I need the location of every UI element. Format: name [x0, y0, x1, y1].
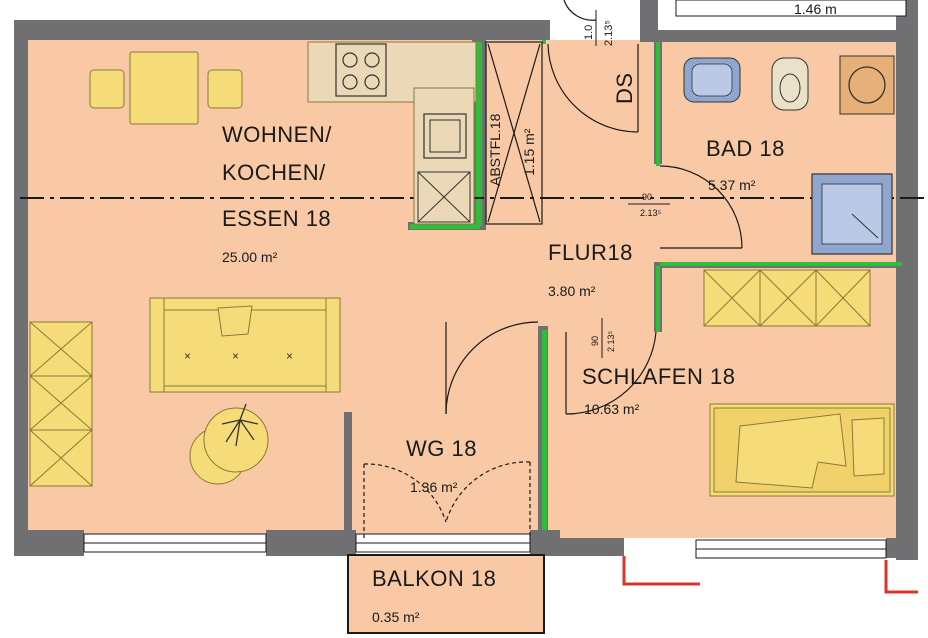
bed-pillow	[851, 417, 885, 477]
top-right-dimension: 1.46 m	[794, 1, 837, 17]
wall-top-left	[14, 20, 550, 40]
stove-icon	[335, 43, 387, 97]
floor-wg	[350, 412, 540, 552]
schlafen-area: 10.63 m²	[584, 401, 640, 417]
svg-text:×: ×	[184, 349, 191, 363]
wall-bottom-left	[14, 530, 84, 556]
wall-bottom-schlafen-right	[886, 538, 918, 558]
wohnen-label-1: WOHNEN/	[222, 122, 332, 147]
kitchen-counter-right	[413, 87, 475, 225]
green-wall-bad-bottom	[660, 262, 902, 266]
sink-icon	[423, 113, 467, 159]
bad-label: BAD 18	[706, 136, 785, 161]
balkon-area: 0.35 m²	[372, 609, 420, 625]
door-wg-arc	[445, 321, 539, 415]
abstfl-label: ABSTFL.18	[487, 113, 503, 186]
door-top-wall-arc	[563, 0, 597, 21]
green-wall-flur-lower	[542, 330, 547, 530]
svg-text:×: ×	[286, 349, 293, 363]
wall-wg-left	[344, 412, 352, 552]
dining-chair-right	[207, 69, 243, 109]
wohnen-label-2: KOCHEN/	[222, 160, 326, 185]
green-wall-kitchen-right	[476, 42, 482, 226]
kitchen-cabinet-lower	[417, 171, 471, 223]
top-door-width: 1.0	[583, 25, 595, 40]
sofa: × × ×	[149, 297, 341, 393]
labels: WOHNEN/ KOCHEN/ ESSEN 18 25.00 m² BAD 18…	[222, 1, 837, 625]
dining-chair-left	[89, 69, 125, 109]
schlafen-label: SCHLAFEN 18	[582, 364, 735, 389]
wardrobe-schlafen	[703, 269, 871, 327]
wg-doors	[363, 321, 539, 540]
top-door-height: 2.13⁵	[603, 20, 615, 46]
bad-door-width: 90	[642, 192, 652, 202]
green-walls	[410, 40, 902, 530]
plant-icon	[221, 403, 259, 447]
door-bad-arc	[659, 165, 743, 249]
balkon-outline	[347, 554, 545, 634]
wardrobe-left	[29, 321, 93, 487]
sofa-cushion	[217, 305, 253, 337]
green-wall-bad-left	[656, 42, 660, 166]
round-table	[189, 403, 269, 485]
bad-door-height: 2.13⁵	[640, 208, 662, 218]
dimensions	[595, 10, 670, 358]
windows	[83, 0, 907, 559]
wall-left	[14, 20, 28, 540]
flur-label: FLUR18	[548, 240, 633, 265]
flur-doors	[547, 0, 743, 415]
wall-top-bad	[640, 30, 910, 42]
schlafen-door-height: 2.13⁵	[606, 330, 616, 352]
bad-area: 5.37 m²	[708, 177, 756, 193]
schlafen-door-width: 90	[590, 336, 600, 346]
red-walls	[622, 556, 918, 594]
window-top-right	[675, 0, 907, 17]
wohnen-label-3: ESSEN 18	[222, 206, 331, 231]
green-wall-schlafen-left	[656, 266, 660, 332]
balkon-label: BALKON 18	[372, 566, 496, 591]
wg-area: 1.36 m²	[410, 479, 458, 495]
floor-balkon	[348, 555, 544, 633]
toilet-icon	[771, 57, 809, 111]
ds-label: DS	[612, 72, 637, 104]
bad-sanitary	[683, 55, 895, 255]
wohnen-area: 25.00 m²	[222, 249, 278, 265]
door-schlafen-arc	[565, 331, 657, 415]
kitchen	[307, 41, 477, 225]
wall-bottom-schlafen-left	[540, 538, 624, 556]
wall-right	[896, 0, 918, 560]
svg-text:×: ×	[232, 349, 239, 363]
flur-area: 3.80 m²	[548, 283, 596, 299]
bed-blanket	[735, 413, 847, 489]
abstfl-area: 1.15 m²	[521, 128, 537, 176]
washer-icon	[839, 55, 895, 115]
door-top-arc	[547, 43, 639, 133]
wg-label: WG 18	[406, 436, 477, 461]
schlafen-furniture	[703, 269, 895, 497]
wall-bottom-mid	[266, 530, 356, 556]
abstfl-cross	[485, 41, 543, 225]
green-wall-kitchen-bottom	[410, 224, 480, 229]
green-wall-flur-upper	[542, 40, 546, 44]
dining-table	[129, 51, 199, 125]
red-wall-bottom-right	[622, 556, 918, 594]
balkon-door-arc-left	[363, 463, 447, 523]
dining-set	[89, 51, 243, 125]
